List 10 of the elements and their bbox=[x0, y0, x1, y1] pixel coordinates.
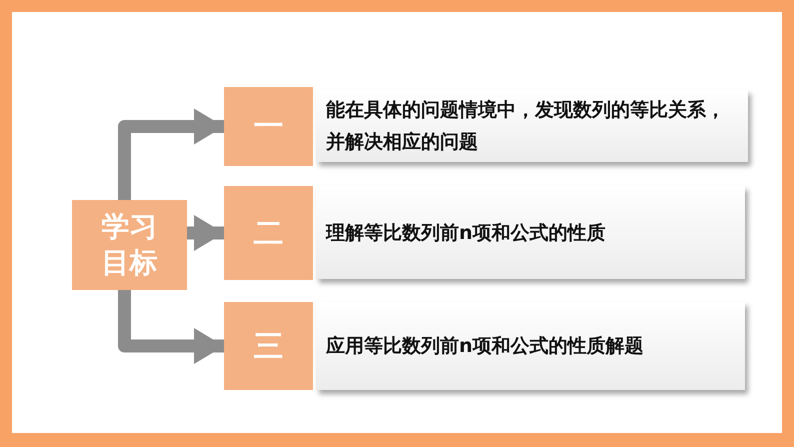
arrow bbox=[187, 215, 224, 251]
text-box: 应用等比数列前n项和公式的性质解题 bbox=[316, 302, 745, 390]
number-box: 一 bbox=[224, 87, 313, 166]
number-box: 三 bbox=[224, 302, 313, 390]
title-box: 学习目标 bbox=[72, 200, 187, 290]
arrow bbox=[118, 108, 224, 200]
text-box: 理解等比数列前n项和公式的性质 bbox=[316, 186, 745, 279]
text-box: 能在具体的问题情境中，发现数列的等比关系，并解决相应的问题 bbox=[316, 90, 748, 162]
arrow bbox=[118, 290, 224, 364]
number-box: 二 bbox=[224, 186, 313, 280]
